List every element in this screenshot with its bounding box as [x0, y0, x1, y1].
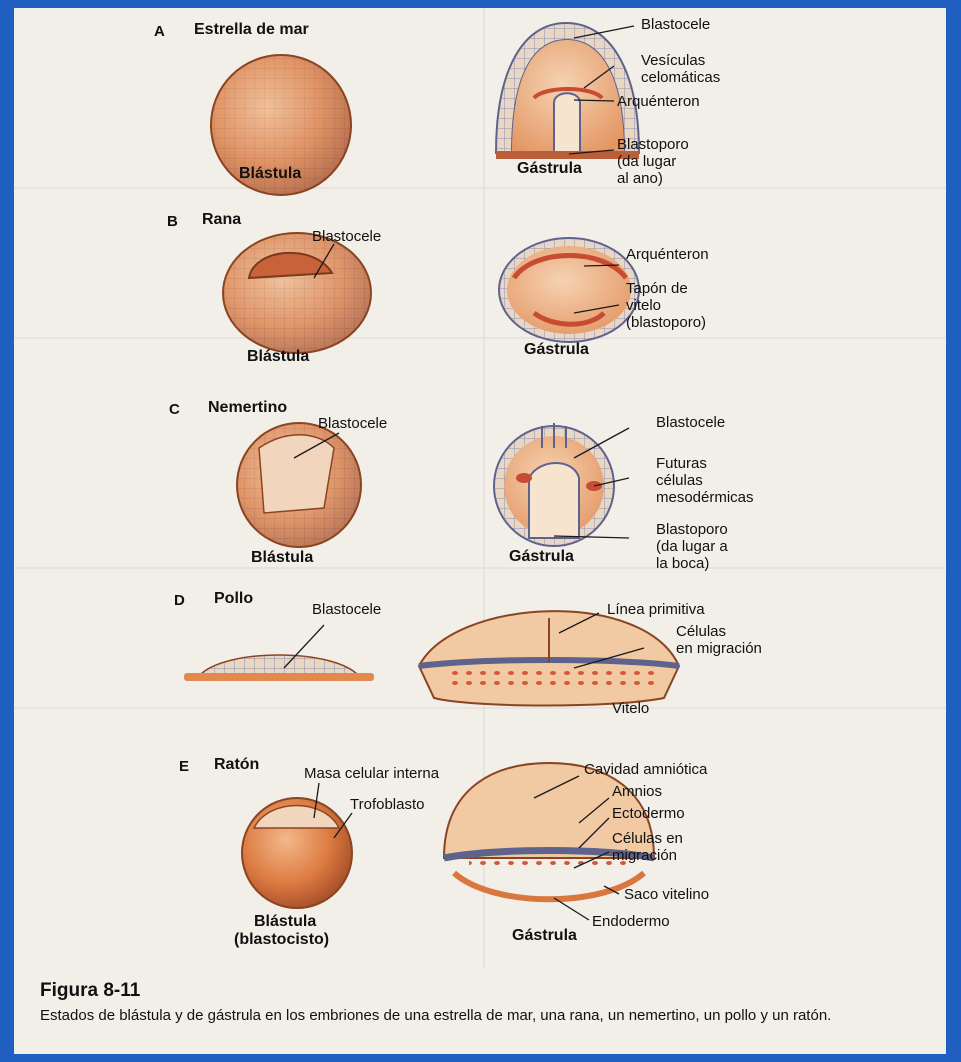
starfish-blastula-label: Blástula [239, 165, 301, 182]
frog-blastula [223, 233, 371, 353]
frog-yolk-plug-label: Tapón devitelo(blastoporo) [626, 280, 706, 331]
nemertine-blastopore-label: Blastoporo(da lugar ala boca) [656, 521, 728, 572]
mouse-inner-cell-mass-label: Masa celular interna [304, 765, 439, 782]
mouse-gastrula-label: Gástrula [512, 927, 577, 944]
mouse-blastula-label: Blástula [254, 913, 316, 930]
nemertine-gastrula-label: Gástrula [509, 548, 574, 565]
mouse-trophoblast-label: Trofoblasto [350, 796, 424, 813]
section-a-name: Estrella de mar [194, 21, 309, 38]
chick-migrating-cells-label: Célulasen migración [676, 623, 762, 657]
mouse-migrating-cells-label: Células enmigración [612, 830, 683, 864]
figure-illustration [14, 8, 946, 1054]
mouse-amniotic-cavity-label: Cavidad amniótica [584, 761, 707, 778]
starfish-gastrula-label: Gástrula [517, 160, 582, 177]
section-c-name: Nemertino [208, 399, 287, 416]
figure-page: A Estrella de mar B Rana C Nemertino D P… [14, 8, 946, 1054]
starfish-archenteron-label: Arquénteron [617, 93, 700, 110]
frog-blastocele-label: Blastocele [312, 228, 381, 245]
nemertine-blastocele-right-label: Blastocele [656, 414, 725, 431]
mouse-yolk-sac-label: Saco vitelino [624, 886, 709, 903]
frog-gastrula [499, 238, 639, 342]
nemertine-blastula-label: Blástula [251, 549, 313, 566]
section-c-letter: C [169, 401, 180, 418]
nemertine-mesoderm-label: Futurascélulasmesodérmicas [656, 455, 754, 506]
frog-gastrula-label: Gástrula [524, 341, 589, 358]
nemertine-blastocele-left-label: Blastocele [318, 415, 387, 432]
chick-blastula [184, 655, 374, 681]
figure-title: Figura 8-11 [40, 980, 140, 1002]
section-b-name: Rana [202, 211, 241, 228]
section-b-letter: B [167, 213, 178, 230]
chick-yolk-label: Vitelo [612, 700, 649, 717]
mouse-ectoderm-label: Ectodermo [612, 805, 685, 822]
frog-blastula-label: Blástula [247, 348, 309, 365]
nemertine-gastrula [494, 423, 614, 546]
section-e-letter: E [179, 758, 189, 775]
mouse-amnion-label: Amnios [612, 783, 662, 800]
frog-archenteron-label: Arquénteron [626, 246, 709, 263]
chick-blastocele-label: Blastocele [312, 601, 381, 618]
starfish-vesicles-label: Vesículascelomáticas [641, 52, 720, 86]
starfish-blastopore-label: Blastoporo(da lugaral ano) [617, 136, 689, 187]
starfish-blastocele-label: Blastocele [641, 16, 710, 33]
section-e-name: Ratón [214, 756, 259, 773]
nemertine-blastula [237, 423, 361, 547]
mouse-blastula-sublabel: (blastocisto) [234, 931, 329, 948]
chick-primitive-streak-label: Línea primitiva [607, 601, 705, 618]
figure-caption: Estados de blástula y de gástrula en los… [40, 1006, 945, 1025]
section-a-letter: A [154, 23, 165, 40]
chick-gastrula [419, 611, 679, 705]
mouse-endoderm-label: Endodermo [592, 913, 670, 930]
section-d-letter: D [174, 592, 185, 609]
section-d-name: Pollo [214, 590, 253, 607]
mouse-blastula [242, 798, 352, 908]
